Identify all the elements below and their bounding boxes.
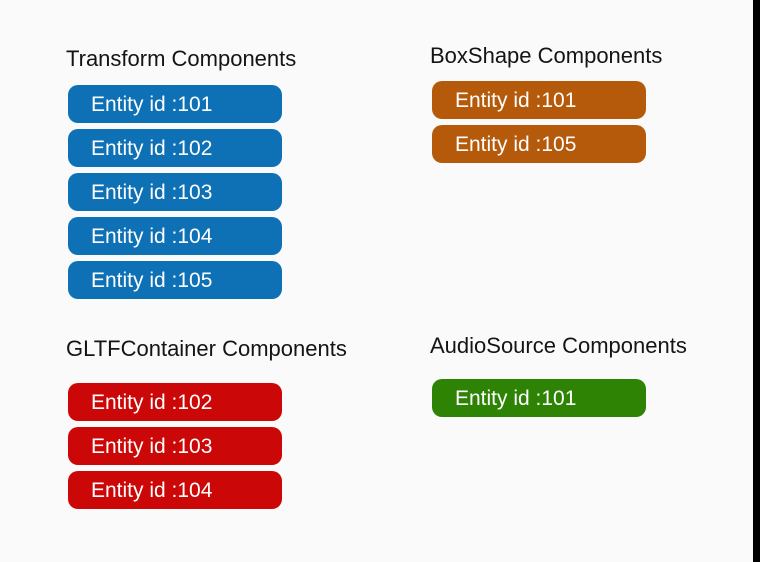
entity-pill-label: Entity id :101: [91, 92, 213, 116]
entity-pill[interactable]: Entity id :101: [432, 379, 646, 417]
entity-pill-label: Entity id :105: [455, 132, 577, 156]
entity-pill-label: Entity id :103: [91, 180, 213, 204]
entity-pill-label: Entity id :102: [91, 136, 213, 160]
entity-pill[interactable]: Entity id :105: [432, 125, 646, 163]
group-title-audiosource: AudioSource Components: [430, 333, 687, 358]
entity-pill[interactable]: Entity id :104: [68, 471, 282, 509]
gltfcontainer-pill-stack: Entity id :102 Entity id :103 Entity id …: [68, 383, 347, 509]
transform-components-group: Transform Components Entity id :101 Enti…: [66, 46, 296, 305]
entity-pill[interactable]: Entity id :104: [68, 217, 282, 255]
entity-pill[interactable]: Entity id :102: [68, 383, 282, 421]
entity-pill-label: Entity id :104: [91, 224, 213, 248]
entity-pill[interactable]: Entity id :103: [68, 427, 282, 465]
entity-pill[interactable]: Entity id :105: [68, 261, 282, 299]
boxshape-components-group: BoxShape Components Entity id :101 Entit…: [430, 43, 662, 169]
boxshape-pill-stack: Entity id :101 Entity id :105: [432, 81, 662, 163]
entity-pill[interactable]: Entity id :103: [68, 173, 282, 211]
entity-pill[interactable]: Entity id :101: [432, 81, 646, 119]
group-title-transform: Transform Components: [66, 46, 297, 71]
entity-pill-label: Entity id :103: [91, 434, 213, 458]
entity-pill[interactable]: Entity id :101: [68, 85, 282, 123]
entity-pill-label: Entity id :101: [455, 386, 577, 410]
entity-pill[interactable]: Entity id :102: [68, 129, 282, 167]
audiosource-pill-stack: Entity id :101: [432, 379, 687, 417]
entity-pill-label: Entity id :105: [91, 268, 213, 292]
gltfcontainer-components-group: GLTFContainer Components Entity id :102 …: [66, 336, 347, 515]
group-title-boxshape: BoxShape Components: [430, 43, 663, 68]
entity-pill-label: Entity id :101: [455, 88, 577, 112]
right-edge-bar: [753, 0, 760, 562]
entity-pill-label: Entity id :104: [91, 478, 213, 502]
entity-pill-label: Entity id :102: [91, 390, 213, 414]
audiosource-components-group: AudioSource Components Entity id :101: [430, 333, 687, 423]
group-title-gltfcontainer: GLTFContainer Components: [66, 336, 347, 361]
transform-pill-stack: Entity id :101 Entity id :102 Entity id …: [68, 85, 296, 299]
